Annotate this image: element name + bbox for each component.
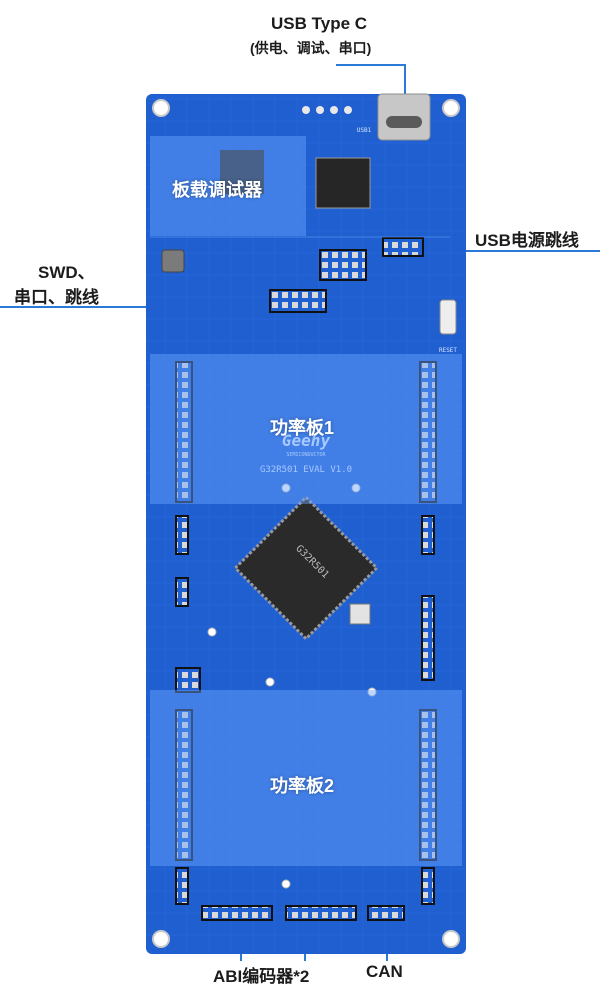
- reset-switch: [439, 299, 457, 335]
- test-points: [207, 483, 377, 889]
- swd-label-line1: SWD、: [38, 263, 95, 282]
- jp3-encoder-header: [285, 905, 357, 921]
- reset-silk: RESET: [439, 347, 457, 354]
- right-pin-header-lower: [419, 709, 437, 861]
- jp13-header: [175, 515, 189, 555]
- left-pin-header-lower: [175, 709, 193, 861]
- can-label: CAN: [366, 962, 403, 981]
- board-brand-sub: SEMICONDUCTOR: [286, 452, 326, 458]
- usb-type-c-leader-line-h: [336, 64, 406, 66]
- power-board-2-label: 功率板2: [270, 776, 335, 796]
- abi-encoder-label: ABI编码器*2: [213, 967, 310, 986]
- jp4-encoder-header: [201, 905, 273, 921]
- usb1-silk: USB1: [357, 127, 372, 134]
- crystal-y1: [349, 603, 371, 625]
- jp2-header: [175, 667, 201, 693]
- swd-header: [319, 249, 367, 281]
- debugger-region-overlay-2: [150, 236, 450, 238]
- debugger-mcu: [220, 150, 264, 194]
- usb-type-c-leader-line: [404, 64, 406, 108]
- usb-power-jumper-leader-line: [412, 250, 600, 252]
- jumper-block-left: [269, 289, 327, 313]
- usb-power-jumper-header: [382, 237, 424, 257]
- board-model: G32R501 EVAL V1.0: [260, 465, 352, 475]
- jp1-header: [175, 577, 189, 607]
- board-brand: Geehy: [282, 431, 331, 450]
- jp10-header: [421, 515, 435, 555]
- inductor-l5: [161, 249, 185, 273]
- left-pin-header-upper: [175, 361, 193, 503]
- power-board-2-overlay: [150, 690, 462, 866]
- test-pads-top: [302, 106, 352, 114]
- power-board-1-label: 功率板1: [270, 418, 335, 438]
- debugger-region-overlay: [150, 136, 306, 236]
- power-board-1-overlay: [150, 354, 462, 504]
- usb-c-connector: [377, 93, 431, 141]
- mounting-holes: [152, 99, 460, 948]
- debugger-region-label: 板载调试器: [172, 180, 262, 200]
- qspi-header: [421, 595, 435, 681]
- right-pin-header-upper: [419, 361, 437, 503]
- debugger-ic-u7: [315, 157, 371, 209]
- jp11-header: [175, 867, 189, 905]
- swd-leader-line: [0, 306, 270, 308]
- usb-type-c-title: USB Type C: [271, 14, 368, 33]
- jp12-header: [421, 867, 435, 905]
- jp5-can-header: [367, 905, 405, 921]
- usb-type-c-subtitle: (供电、调试、串口): [250, 40, 372, 56]
- usb-power-jumper-label: USB电源跳线: [475, 231, 579, 250]
- swd-label-line2: 串口、跳线: [14, 288, 99, 307]
